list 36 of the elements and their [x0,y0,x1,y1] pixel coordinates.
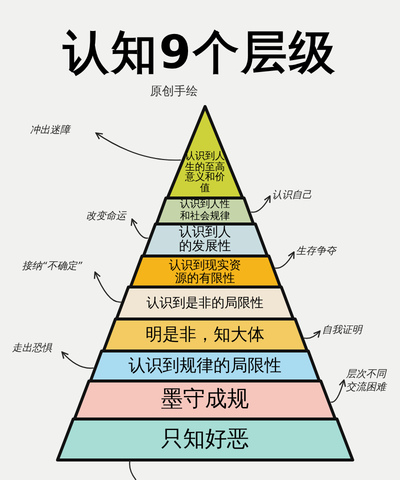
leader-arrow [61,351,94,369]
leader-arrow [130,218,148,239]
handwritten-note: 生存争夺 [296,245,346,258]
pyramid-layer [89,351,321,381]
handwritten-note: 认识自己 [272,189,328,202]
leader-arrow [94,271,122,303]
handwritten-note: 层次不同交流困难 [346,368,390,394]
layer-label: 认识到人生的至高意义和价值 [184,152,225,194]
layer-label: 明是非，知大体 [144,325,266,345]
layer-label: 墨守成规 [160,387,250,413]
handwritten-note: 自我证明 [322,324,374,337]
pyramid-layer [142,224,268,256]
layer-label: 认识到人的发展性 [178,226,232,254]
leader-arrow [330,379,346,403]
handwritten-note: 改变命运 [86,210,132,223]
handwritten-note: 走出恐惧 [12,342,62,355]
layer-label: 只知好恶 [160,426,250,452]
leader-arrow [250,195,271,213]
leader-arrow [95,132,181,161]
handwritten-note: 接纳“不确定” [22,260,100,273]
pyramid-layer [166,105,244,198]
pyramid-layer [73,381,337,419]
leader-arrow [304,330,321,339]
pyramid-layer [115,287,295,319]
pyramid-layer [155,198,255,224]
pyramid-layer [102,319,308,351]
layer-label: 认识到人性和社会规律 [178,199,231,223]
pyramid-layer [56,419,354,460]
title: 认知9个层级 [62,24,338,80]
layer-label: 认识到规律的局限性 [127,356,282,376]
layer-label: 认识到现实资源的有限性 [168,258,242,284]
subtitle: 原创手绘 [150,84,198,98]
handwritten-note: 冲出迷障 [30,124,92,137]
layer-label: 认识到是非的局限性 [145,296,264,310]
leader-arrow [274,251,295,269]
pyramid-layer [128,256,282,287]
